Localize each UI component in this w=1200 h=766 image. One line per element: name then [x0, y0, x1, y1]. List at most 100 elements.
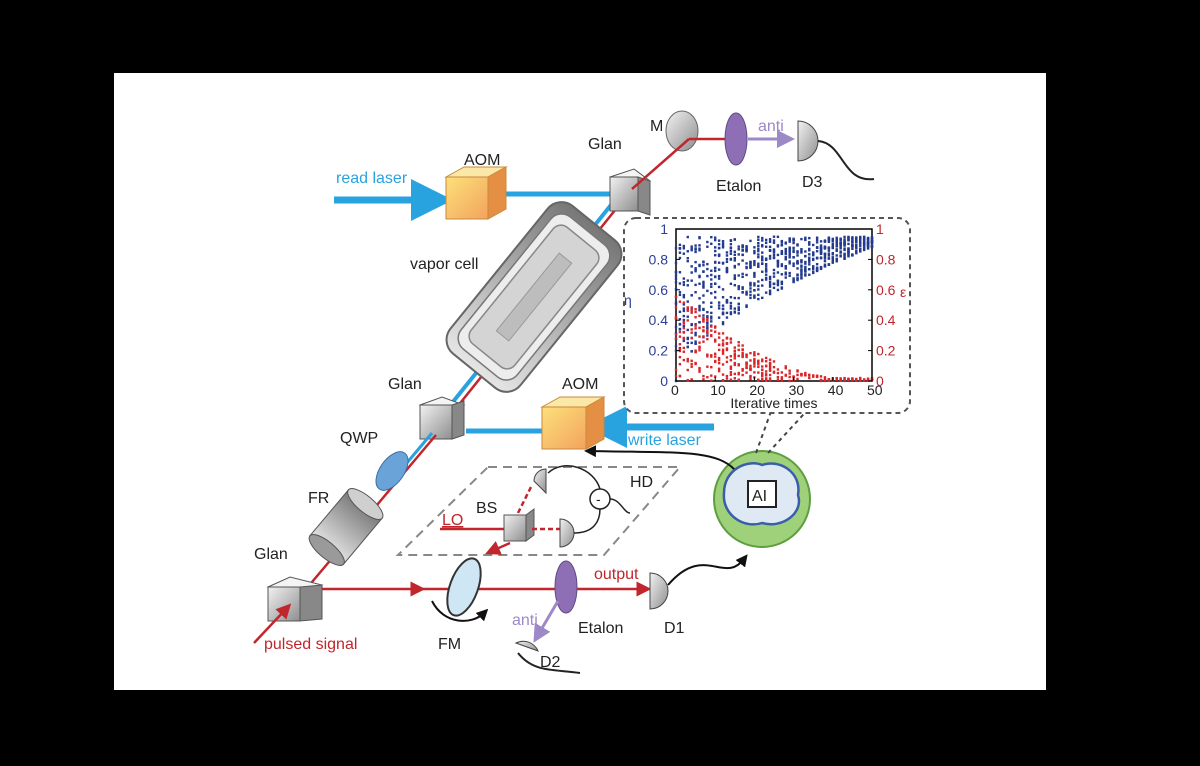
data-point-eta — [847, 239, 850, 242]
data-point-epsilon — [733, 377, 736, 380]
data-point-eta — [733, 277, 736, 281]
data-point-eta — [694, 291, 697, 294]
data-point-epsilon — [851, 377, 854, 381]
data-point-eta — [761, 255, 764, 258]
data-point-eta — [761, 236, 764, 240]
data-point-epsilon — [706, 365, 709, 368]
data-point-eta — [831, 242, 834, 246]
data-point-eta — [678, 291, 682, 294]
data-point-epsilon — [725, 348, 729, 352]
data-point-eta — [745, 305, 748, 309]
data-point-epsilon — [737, 371, 740, 375]
data-point-eta — [823, 257, 827, 260]
data-point-eta — [827, 246, 831, 250]
data-point-eta — [706, 334, 709, 337]
data-point-epsilon — [717, 367, 721, 370]
data-point-eta — [729, 301, 733, 305]
data-point-eta — [812, 243, 815, 247]
data-point-eta — [776, 279, 780, 282]
data-point-epsilon — [733, 357, 736, 360]
data-point-epsilon — [733, 352, 736, 356]
data-point-eta — [749, 287, 752, 290]
data-point-epsilon — [674, 333, 678, 336]
data-point-epsilon — [721, 363, 725, 366]
data-point-epsilon — [682, 320, 686, 324]
data-point-eta — [690, 323, 693, 326]
data-point-eta — [788, 239, 791, 242]
data-point-eta — [768, 238, 772, 241]
data-point-eta — [702, 284, 705, 288]
data-point-eta — [678, 282, 682, 285]
glan-bottom-icon — [266, 576, 324, 622]
data-point-eta — [839, 250, 842, 253]
data-point-eta — [714, 275, 717, 279]
data-point-eta — [729, 242, 733, 246]
data-point-epsilon — [761, 359, 764, 363]
data-point-eta — [749, 260, 752, 264]
data-point-epsilon — [859, 376, 862, 380]
data-point-eta — [796, 278, 799, 282]
y-right-tick-label: 0.4 — [876, 312, 896, 328]
data-point-eta — [725, 270, 729, 274]
data-point-eta — [749, 263, 752, 266]
data-point-epsilon — [702, 335, 705, 338]
data-point-epsilon — [772, 365, 776, 369]
data-point-eta — [823, 239, 827, 242]
data-point-epsilon — [788, 375, 791, 379]
data-point-epsilon — [855, 379, 858, 382]
data-point-eta — [698, 320, 701, 324]
data-point-eta — [682, 309, 686, 313]
data-point-eta — [721, 261, 725, 265]
data-point-eta — [729, 258, 733, 261]
data-point-eta — [753, 261, 756, 265]
data-point-eta — [714, 254, 717, 257]
data-point-eta — [804, 274, 807, 277]
data-point-eta — [721, 311, 725, 314]
data-point-epsilon — [843, 376, 846, 380]
data-point-eta — [717, 246, 721, 250]
data-point-eta — [855, 236, 858, 239]
data-point-eta — [768, 257, 772, 260]
data-point-eta — [764, 269, 768, 273]
data-point-epsilon — [745, 366, 748, 370]
data-point-eta — [702, 294, 705, 297]
data-point-eta — [729, 307, 733, 310]
data-point-eta — [753, 282, 756, 285]
data-point-epsilon — [690, 378, 693, 381]
data-point-eta — [780, 287, 784, 290]
data-point-eta — [757, 247, 760, 251]
data-point-eta — [710, 292, 713, 295]
data-point-eta — [749, 265, 752, 268]
data-point-epsilon — [835, 377, 838, 380]
data-point-eta — [737, 245, 740, 248]
data-point-epsilon — [753, 353, 756, 356]
data-point-epsilon — [804, 371, 807, 375]
data-point-eta — [714, 266, 717, 270]
data-point-eta — [682, 314, 686, 318]
output-label: output — [594, 566, 639, 583]
data-point-epsilon — [678, 355, 682, 359]
data-point-eta — [717, 253, 721, 256]
data-point-epsilon — [706, 355, 709, 358]
data-point-eta — [780, 249, 784, 253]
data-point-eta — [741, 275, 744, 279]
red-beam-to-etalon-top — [631, 138, 690, 190]
data-point-epsilon — [678, 362, 682, 366]
data-point-eta — [706, 289, 709, 293]
data-point-eta — [757, 235, 760, 239]
data-point-epsilon — [741, 351, 744, 355]
data-point-eta — [776, 235, 780, 239]
data-point-eta — [831, 253, 834, 256]
data-point-epsilon — [741, 355, 744, 359]
x-tick-label: 20 — [749, 382, 765, 398]
data-point-eta — [702, 264, 705, 267]
data-point-eta — [729, 304, 733, 308]
bs-label: BS — [476, 500, 497, 517]
data-point-epsilon — [745, 364, 748, 367]
data-point-eta — [800, 261, 803, 264]
data-point-epsilon — [761, 372, 764, 375]
data-point-eta — [800, 268, 803, 271]
data-point-epsilon — [714, 330, 717, 333]
data-point-eta — [843, 241, 846, 244]
data-point-eta — [792, 237, 795, 240]
